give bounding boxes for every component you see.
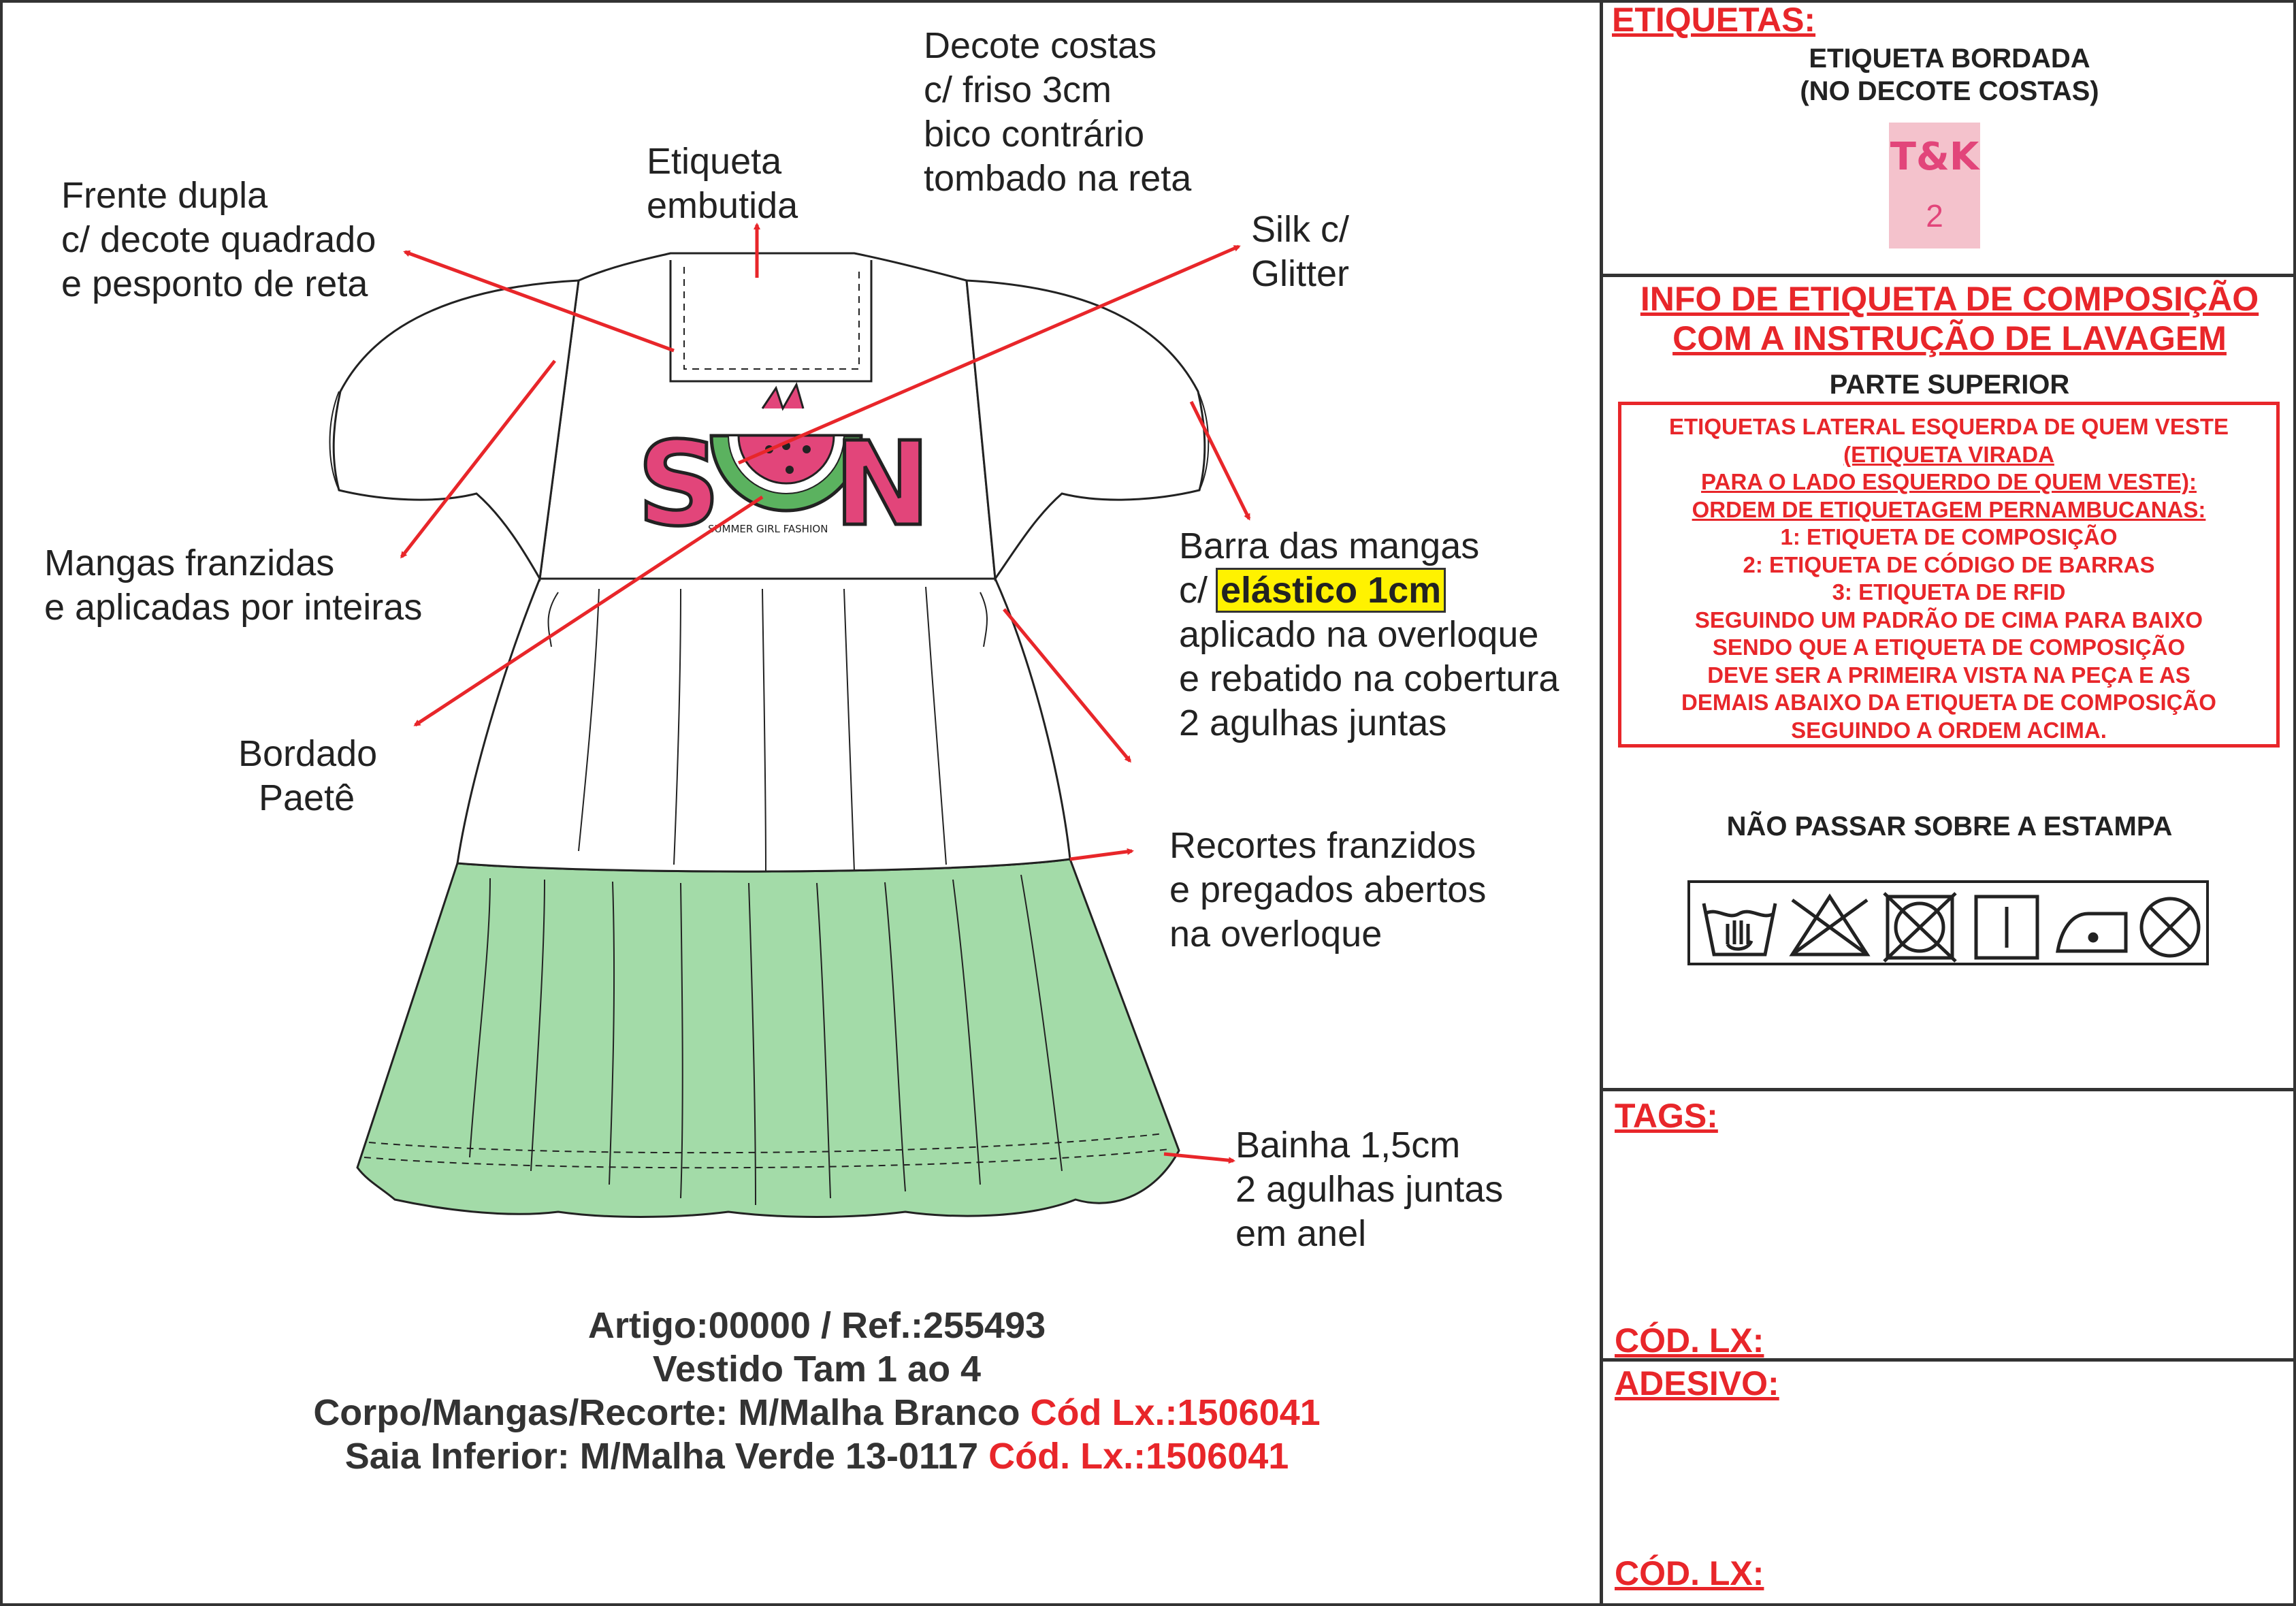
divider-adesivo	[1600, 1358, 2296, 1362]
product-info: Artigo:00000 / Ref.:255493 Vestido Tam 1…	[136, 1304, 1498, 1478]
hand-wash-icon	[1702, 903, 1777, 957]
print-letter-n: N	[834, 417, 931, 552]
sun-print: S N SUMMER GIRL FASHION	[636, 382, 933, 554]
no-bleach-icon	[1789, 893, 1871, 957]
no-dry-clean-icon	[2139, 897, 2201, 958]
line-dry-icon	[1974, 895, 2039, 960]
divider-etiquetas	[1600, 274, 2296, 277]
annot-etiqueta-embutida: Etiqueta embutida	[647, 141, 798, 226]
annot-bordado-paete: Bordado Paetê	[238, 733, 378, 818]
right-sleeve	[965, 279, 1206, 582]
annotation-arrows	[400, 223, 1251, 1164]
annot-barra-mangas: Barra das mangas c/ elástico 1cm aplicad…	[1179, 526, 1559, 743]
left-sleeve	[332, 279, 580, 582]
upper-tier	[456, 577, 1071, 873]
highlight-elastico: elástico 1cm	[1216, 568, 1446, 613]
care-symbols	[1687, 880, 2209, 965]
no-tumble-dry-icon	[1883, 892, 1957, 963]
parte-superior: PARTE SUPERIOR	[1829, 370, 2070, 400]
column-divider	[1600, 0, 1603, 1606]
cod-lx-tags: CÓD. LX:	[1615, 1321, 1764, 1360]
tk-logo: T&K	[1890, 135, 1979, 179]
annot-frente-dupla: Frente dupla c/ decote quadrado e pespon…	[61, 175, 376, 304]
annot-decote-costas: Decote costas c/ friso 3cm bico contrári…	[924, 25, 1192, 199]
tk-size: 2	[1926, 198, 1943, 234]
info-composicao-title: INFO DE ETIQUETA DE COMPOSIÇÃO COM A INS…	[1640, 280, 2259, 357]
annot-bainha: Bainha 1,5cm 2 agulhas juntas em anel	[1235, 1125, 1504, 1254]
etiqueta-bordada: ETIQUETA BORDADA (NO DECOTE COSTAS)	[1800, 44, 2099, 106]
vestido-tam: Vestido Tam 1 ao 4	[652, 1349, 982, 1390]
etiquetas-title: ETIQUETAS:	[1612, 1, 1816, 39]
nao-passar-estampa: NÃO PASSAR SOBRE A ESTAMPA	[1726, 812, 2173, 841]
divider-tags	[1600, 1088, 2296, 1091]
annot-recortes: Recortes franzidos e pregados abertos na…	[1169, 825, 1487, 954]
corpo-line: Corpo/Mangas/Recorte: M/Malha Branco Cód…	[313, 1392, 1321, 1433]
adesivo-title: ADESIVO:	[1615, 1364, 1779, 1402]
yoke	[538, 252, 997, 580]
print-tagline: SUMMER GIRL FASHION	[708, 523, 828, 535]
annot-mangas: Mangas franzidas e aplicadas por inteira…	[44, 543, 423, 628]
labeling-instructions: ETIQUETAS LATERAL ESQUERDA DE QUEM VESTE…	[1618, 402, 2280, 748]
tk-label: T&K 2	[1889, 123, 1980, 248]
print-letter-s: S	[637, 417, 720, 552]
artigo-ref: Artigo:00000 / Ref.:255493	[587, 1305, 1046, 1346]
cod-lx-adesivo: CÓD. LX:	[1615, 1554, 1764, 1592]
tags-title: TAGS:	[1615, 1097, 1718, 1135]
iron-low-icon	[2056, 912, 2128, 953]
annot-silk-glitter: Silk c/ Glitter	[1251, 209, 1350, 294]
saia-line: Saia Inferior: M/Malha Verde 13-0117 Cód…	[344, 1436, 1289, 1477]
